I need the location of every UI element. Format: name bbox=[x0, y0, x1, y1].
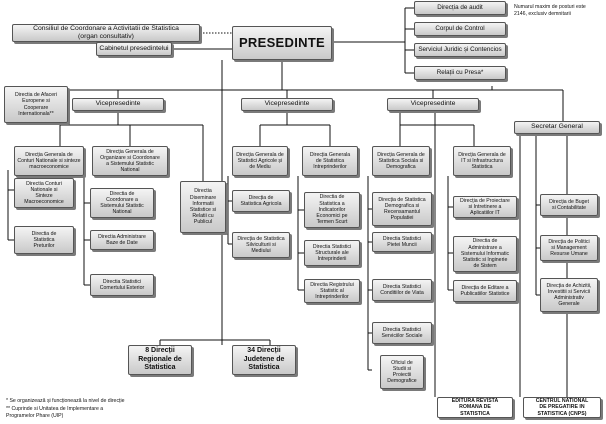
dir-social-services-box: Directia Statistici Serviciilor Sociale bbox=[372, 322, 432, 344]
dir-business-register-box: Directia Registrului Statistic al Intrep… bbox=[304, 279, 360, 303]
legal-service-box: Serviciul Juridic și Contencios bbox=[414, 43, 506, 57]
footnote-2: ** Cuprinde si Unitatea de Implementare … bbox=[6, 406, 104, 420]
dir-living-conditions-box: Directia Statistici Conditiilor de Viata bbox=[372, 279, 432, 301]
dir-demography-census-box: Direcția de Statistica Demografica si Re… bbox=[372, 192, 432, 226]
vice-president-1-box: Vicepresedinte bbox=[72, 98, 164, 111]
dir-short-term-indicators-box: Directia de Statistica a Indicatorilor E… bbox=[304, 192, 360, 228]
county-directions-box: 34 Direcții Judetene de Statistica bbox=[232, 345, 296, 375]
max-posts-note: Numarul maxim de posturi este 2146, excl… bbox=[514, 4, 586, 18]
dir-national-accounts-box: Directia Conturi Nationale si Sinteze Ma… bbox=[14, 178, 74, 208]
gd-national-accounts-box: Direcția Generala de Conturi Nationale s… bbox=[14, 146, 84, 176]
gd-social-demographic-box: Direcția Generala de Statistica Sociala … bbox=[372, 146, 430, 176]
footnote-1: * Se organizează și funcționează la nive… bbox=[6, 398, 125, 404]
gd-statistical-system-box: Direcția Generala de Organizare si Coord… bbox=[92, 146, 168, 176]
vice-president-2-box: Vicepresedinte bbox=[241, 98, 333, 111]
dir-it-applications-box: Direcția de Proiectare si Intretinere a … bbox=[453, 196, 517, 218]
president-cabinet-box: Cabinetul presedintelui bbox=[96, 42, 172, 56]
eu-affairs-box: Directia de Afaceri Europene si Cooperar… bbox=[4, 86, 68, 123]
gd-agriculture-environment-box: Direcția Generala de Statistici Agricole… bbox=[232, 146, 288, 176]
regional-directions-box: 8 Direcții Regionale de Statistica bbox=[128, 345, 192, 375]
dir-price-statistics-box: Directia de Statistica Preturilor bbox=[14, 226, 74, 254]
vice-president-3-box: Vicepresedinte bbox=[387, 98, 479, 111]
secretary-general-box: Secretar General bbox=[514, 121, 600, 134]
dir-foreign-trade-box: Directia Statistici Comertului Exterior bbox=[90, 274, 154, 296]
press-relations-box: Relații cu Presa* bbox=[414, 66, 506, 80]
dir-human-resources-box: Direcția de Politici si Management Resur… bbox=[540, 235, 598, 261]
statistical-review-publisher-box: EDITURA REVISTA ROMANA DE STATISTICA bbox=[437, 397, 513, 418]
dir-system-coordination-box: Directia de Coordonare a Sistemului Stat… bbox=[90, 188, 154, 218]
coordination-council-box: Consiliul de Coordonare a Activitatii de… bbox=[12, 24, 200, 42]
dir-structural-statistics-box: Directia Statistici Structurale ale Intr… bbox=[304, 240, 360, 266]
dir-forestry-environment-box: Direcția de Statistica Silviculturii si … bbox=[232, 232, 290, 258]
control-corps-box: Corpul de Control bbox=[414, 22, 506, 36]
dir-agriculture-statistics-box: Direcția de Statistica Agricola bbox=[232, 190, 290, 212]
dir-procurement-box: Direcția de Achizitii, Investitii si Ser… bbox=[540, 278, 598, 312]
dir-dissemination-box: Directia Diseminare Informatii Statistic… bbox=[180, 181, 226, 233]
gd-enterprise-statistics-box: Direcția Generala de Statistica Intrepri… bbox=[302, 146, 358, 176]
dir-information-system-box: Directia de Administrare a Sistemului In… bbox=[453, 236, 517, 272]
gd-it-infrastructure-box: Direcția Generala de IT si Infrastructur… bbox=[453, 146, 511, 176]
dir-database-administration-box: Directia Administrare Baze de Date bbox=[90, 230, 154, 250]
training-centre-box: CENTRUL NATIONAL DE PREGATIRE IN STATIST… bbox=[523, 397, 601, 418]
president-box: PRESEDINTE bbox=[232, 26, 332, 60]
dir-publications-editing-box: Direcția de Editare a Publicatiilor Stat… bbox=[453, 280, 517, 302]
demographic-studies-office-box: Oficiul de Studii si Proiectii Demografi… bbox=[380, 355, 424, 389]
dir-labour-market-box: Directia Statistici Pietei Muncii bbox=[372, 232, 432, 252]
dir-budget-accounting-box: Direcția de Buget si Contabilitate bbox=[540, 194, 598, 216]
audit-direction-box: Direcția de audit bbox=[414, 1, 506, 15]
